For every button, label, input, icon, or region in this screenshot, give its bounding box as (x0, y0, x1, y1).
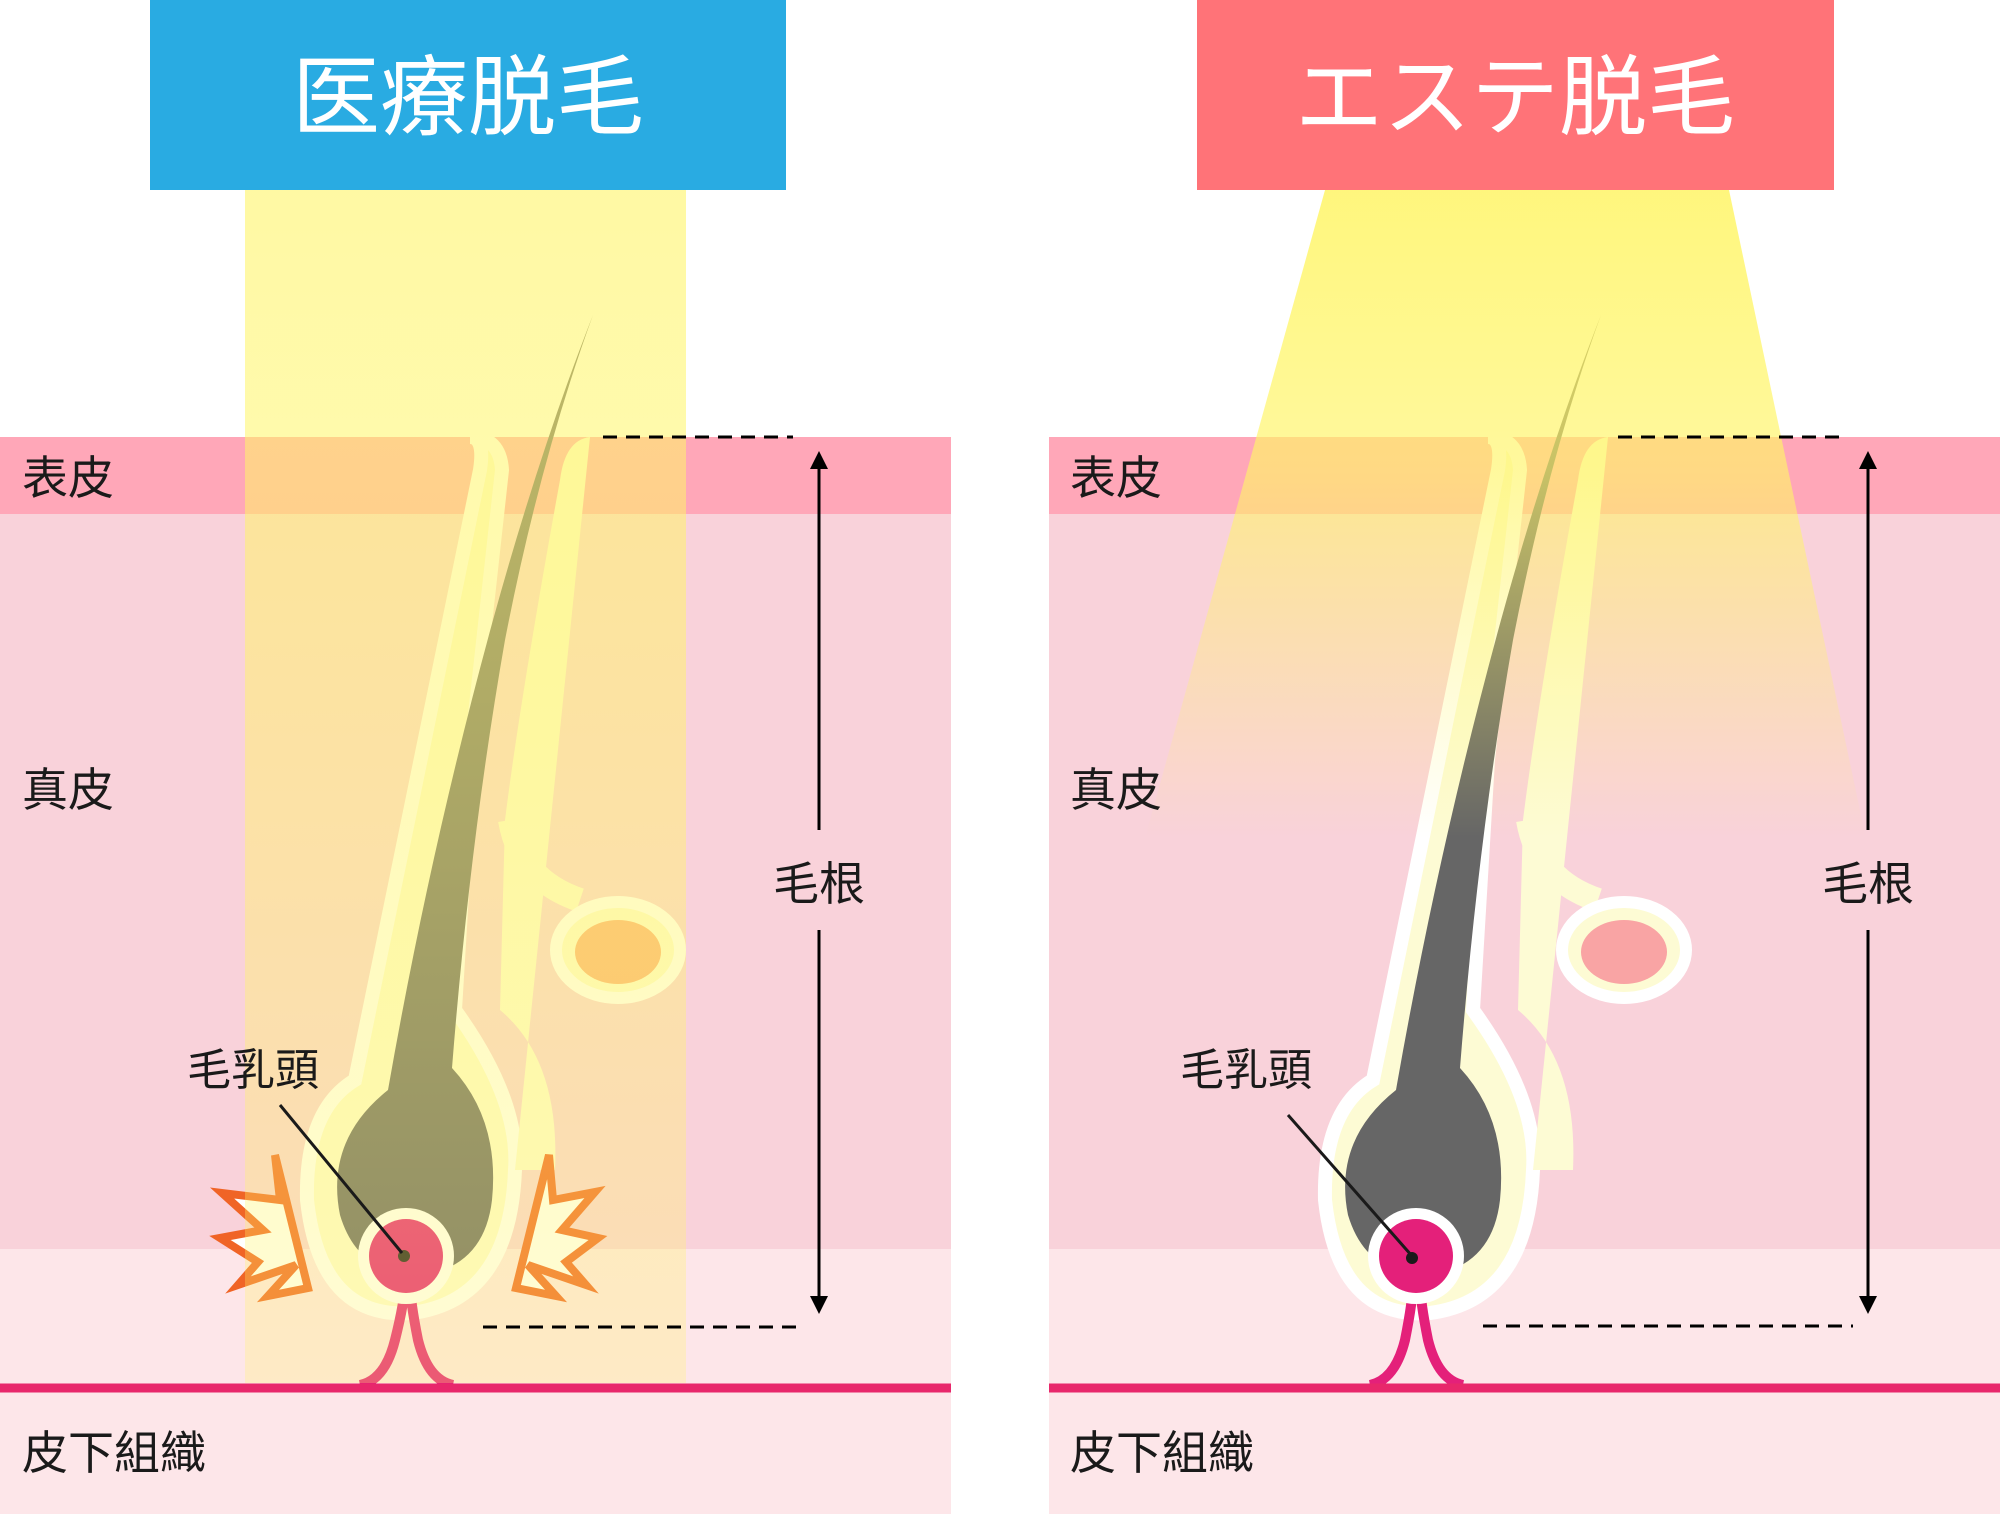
laser-beam (245, 190, 686, 1383)
papilla-label: 毛乳頭 (1180, 1045, 1312, 1096)
subcutis-label: 皮下組織 (22, 1426, 206, 1480)
title-banner-medical (150, 0, 786, 190)
subcutis-layer (1049, 1390, 2000, 1514)
light-cone (1100, 190, 1900, 1000)
panel-medical: 毛根 毛乳頭 表皮 真皮 皮下組織 医療脱毛 (0, 0, 951, 1514)
subcutis-upper-layer (1049, 1249, 2000, 1384)
title-esthetic: エステ脱毛 (1295, 46, 1735, 149)
papilla-label: 毛乳頭 (187, 1045, 319, 1096)
epidermis-label: 表皮 (22, 451, 114, 505)
subcutis-layer (0, 1390, 951, 1514)
epidermis-label: 表皮 (1070, 451, 1162, 505)
title-medical: 医療脱毛 (292, 46, 644, 149)
title-banner-esthetic (1197, 0, 1834, 190)
papilla-dot (1406, 1252, 1418, 1264)
root-label: 毛根 (773, 857, 865, 911)
panel-esthetic: 毛根 毛乳頭 表皮 真皮 皮下組織 エステ脱毛 (1049, 0, 2000, 1514)
papilla-leader-line (1286, 1114, 1414, 1257)
dermis-label: 真皮 (22, 763, 114, 817)
root-label: 毛根 (1822, 857, 1914, 911)
papilla-leader-line (278, 1104, 404, 1254)
dermis-label: 真皮 (1070, 763, 1162, 817)
subcutis-label: 皮下組織 (1070, 1426, 1254, 1480)
